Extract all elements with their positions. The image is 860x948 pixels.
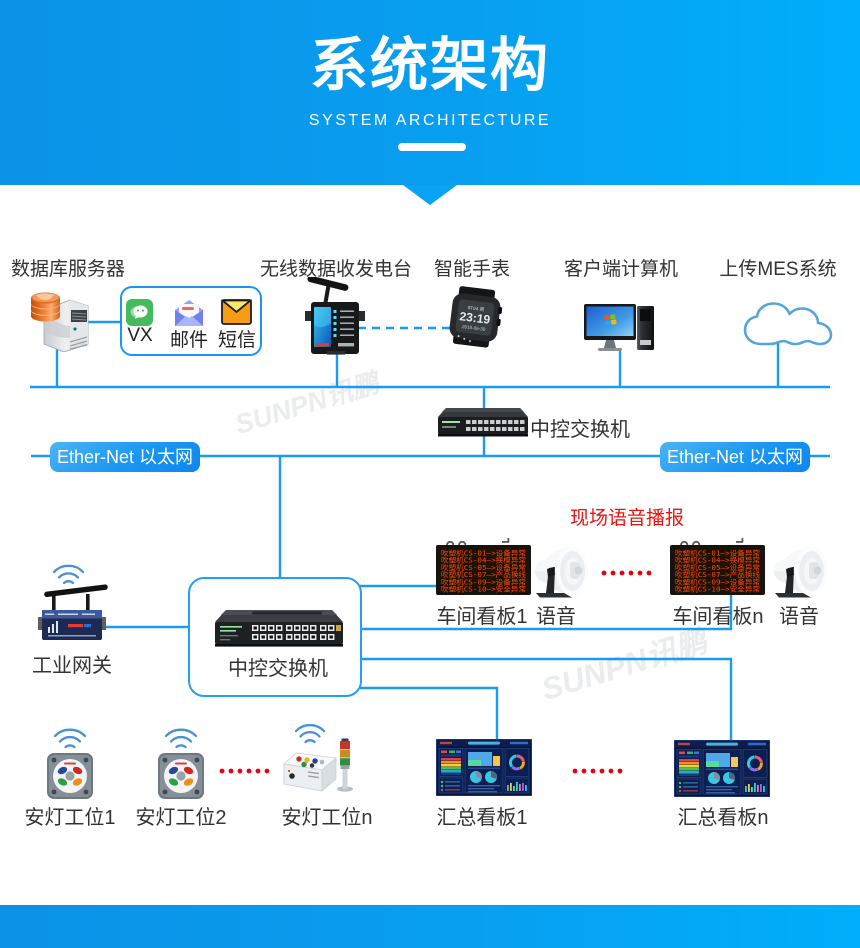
ethernet-badge-right: Ether-Net 以太网: [660, 442, 810, 472]
led-row-5: 吹塑机CS-10—>安全异常: [675, 585, 760, 594]
workshop-board-n: 吹塑机CS-01—>设备异常 吹塑机CS-04—>换模异常 吹塑机CS-05—>…: [670, 538, 765, 595]
summary-board-1: [436, 739, 532, 796]
label-box-switch: 中控交换机: [228, 658, 328, 680]
label-workshop-board-1: 车间看板1: [436, 606, 528, 628]
box-switch-icon: [215, 610, 343, 647]
label-andon-2: 安灯工位2: [135, 807, 227, 829]
led-row-4: 吹塑机CS-09—>设备异常: [675, 577, 760, 586]
andon-station-n-icon: [283, 724, 353, 792]
ethernet-badge-left: Ether-Net 以太网: [50, 442, 200, 472]
wifi-arcs: [52, 564, 85, 585]
footer-band: [0, 905, 860, 948]
led-row-0: 吹塑机CS-01—>设备异常: [441, 549, 526, 558]
speaker-icon-n: [774, 546, 827, 598]
link-box-summary1: [360, 686, 499, 741]
led-row-4: 吹塑机CS-09—>设备异常: [441, 577, 526, 586]
mail-label: 邮件: [169, 330, 209, 351]
page-title: 系统架构: [309, 33, 550, 98]
led-row-5: 吹塑机CS-10—>安全异常: [441, 585, 526, 594]
label-summary-1: 汇总看板1: [436, 807, 528, 829]
label-client-computer: 客户端计算机: [563, 259, 679, 280]
label-workshop-board-n: 车间看板n: [672, 606, 764, 628]
summary-board-n: [674, 740, 770, 797]
top-switch-icon: [438, 408, 528, 437]
label-voice-1: 语音: [536, 606, 576, 628]
label-top-switch: 中控交换机: [530, 419, 630, 441]
label-upload-mes: 上传MES系统: [719, 259, 837, 280]
speaker-icon-1: [535, 546, 588, 598]
watch-time: 23:19: [459, 309, 491, 327]
label-database-server: 数据库服务器: [10, 259, 126, 280]
client-computer-icon: [584, 304, 654, 351]
link-box-boardn: [360, 595, 733, 631]
mail-icon: [175, 300, 203, 326]
smart-watch-icon: 8T04·闹 23:19 2015-06-30: [449, 286, 503, 348]
database-server-icon: [31, 292, 89, 352]
andon-station-2-icon: [158, 728, 204, 799]
sms-icon: [221, 299, 252, 325]
led-row-1: 吹塑机CS-04—>换模异常: [441, 556, 526, 565]
workshop-board-1: 吹塑机CS-01—>设备异常 吹塑机CS-04—>换模异常 吹塑机CS-05—>…: [436, 538, 531, 595]
label-andon-n: 安灯工位n: [281, 807, 373, 829]
led-row-1: 吹塑机CS-04—>换模异常: [675, 556, 760, 565]
title-underline-bar: [398, 143, 466, 151]
label-voice-n: 语音: [779, 606, 819, 628]
led-row-3: 吹塑机CS-07—>产品换线: [675, 570, 760, 579]
label-summary-n: 汇总看板n: [677, 807, 769, 829]
industrial-gateway-icon: [38, 564, 108, 640]
led-row-3: 吹塑机CS-07—>产品换线: [441, 570, 526, 579]
led-row-2: 吹塑机CS-05—>设备异常: [675, 563, 760, 572]
svg-text:8T04·闹: 8T04·闹: [467, 304, 485, 313]
led-row-0: 吹塑机CS-01—>设备异常: [675, 549, 760, 558]
red-dots: [219, 570, 652, 774]
mes-cloud-icon: [743, 302, 833, 346]
header-arrow-down: [403, 185, 457, 205]
wechat-icon: [126, 299, 153, 326]
watch-date: 2015-06-30: [462, 324, 486, 332]
label-gateway: 工业网关: [32, 655, 112, 677]
page-subtitle: SYSTEM ARCHITECTURE: [308, 112, 552, 129]
label-smart-watch: 智能手表: [433, 259, 511, 280]
andon-station-1-icon: [47, 728, 93, 799]
label-radio: 无线数据收发电台: [259, 259, 413, 280]
wechat-label: VX: [127, 325, 153, 346]
sms-label: 短信: [217, 330, 257, 351]
led-row-2: 吹塑机CS-05—>设备异常: [441, 563, 526, 572]
label-voice-broadcast: 现场语音播报: [569, 508, 685, 529]
radio-transceiver-icon: [305, 277, 365, 355]
label-andon-1: 安灯工位1: [24, 807, 116, 829]
header-banner: 系统架构 SYSTEM ARCHITECTURE: [0, 0, 860, 185]
link-box-summaryn: [360, 657, 733, 741]
